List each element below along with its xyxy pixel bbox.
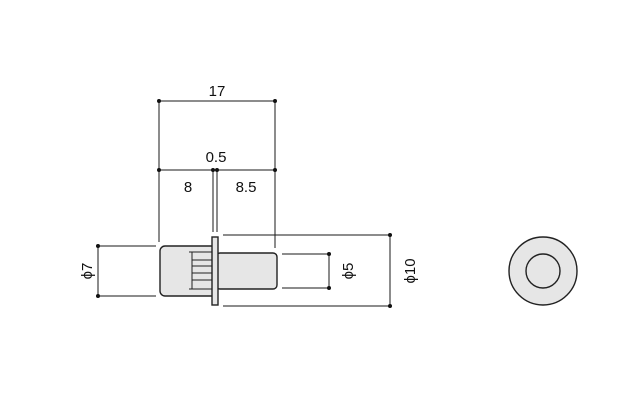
dim-endpoint [96, 244, 100, 248]
dim-endpoint [96, 294, 100, 298]
dim-endpoint [273, 99, 277, 103]
dimension-lines [96, 99, 392, 308]
dim-endpoint [388, 233, 392, 237]
shank-body [215, 252, 278, 290]
dim-label-flange-thickness: 0.5 [206, 149, 227, 166]
flange-body [211, 236, 219, 306]
dim-label-shank-diameter: ϕ5 [340, 263, 357, 280]
dim-endpoint [388, 304, 392, 308]
dim-endpoint [157, 168, 161, 172]
dim-label-head-diameter: ϕ7 [79, 263, 96, 280]
dim-label-shank-length: 8.5 [236, 179, 257, 196]
head-ribs [189, 251, 212, 290]
dim-label-head-length: 8 [184, 179, 192, 196]
end-view [508, 236, 578, 306]
dimension-labels: 17 0.5 8 8.5 ϕ7 ϕ5 ϕ10 [79, 83, 419, 284]
dim-label-flange-diameter: ϕ10 [402, 258, 419, 283]
end-view-inner-hole [525, 253, 561, 289]
extension-lines [96, 101, 392, 307]
dim-endpoint [327, 286, 331, 290]
dim-endpoint [327, 252, 331, 256]
dim-label-overall: 17 [209, 83, 226, 100]
side-view [159, 236, 278, 306]
dim-endpoint [211, 168, 215, 172]
dim-endpoint [215, 168, 219, 172]
dim-endpoint [157, 99, 161, 103]
dim-endpoint [273, 168, 277, 172]
